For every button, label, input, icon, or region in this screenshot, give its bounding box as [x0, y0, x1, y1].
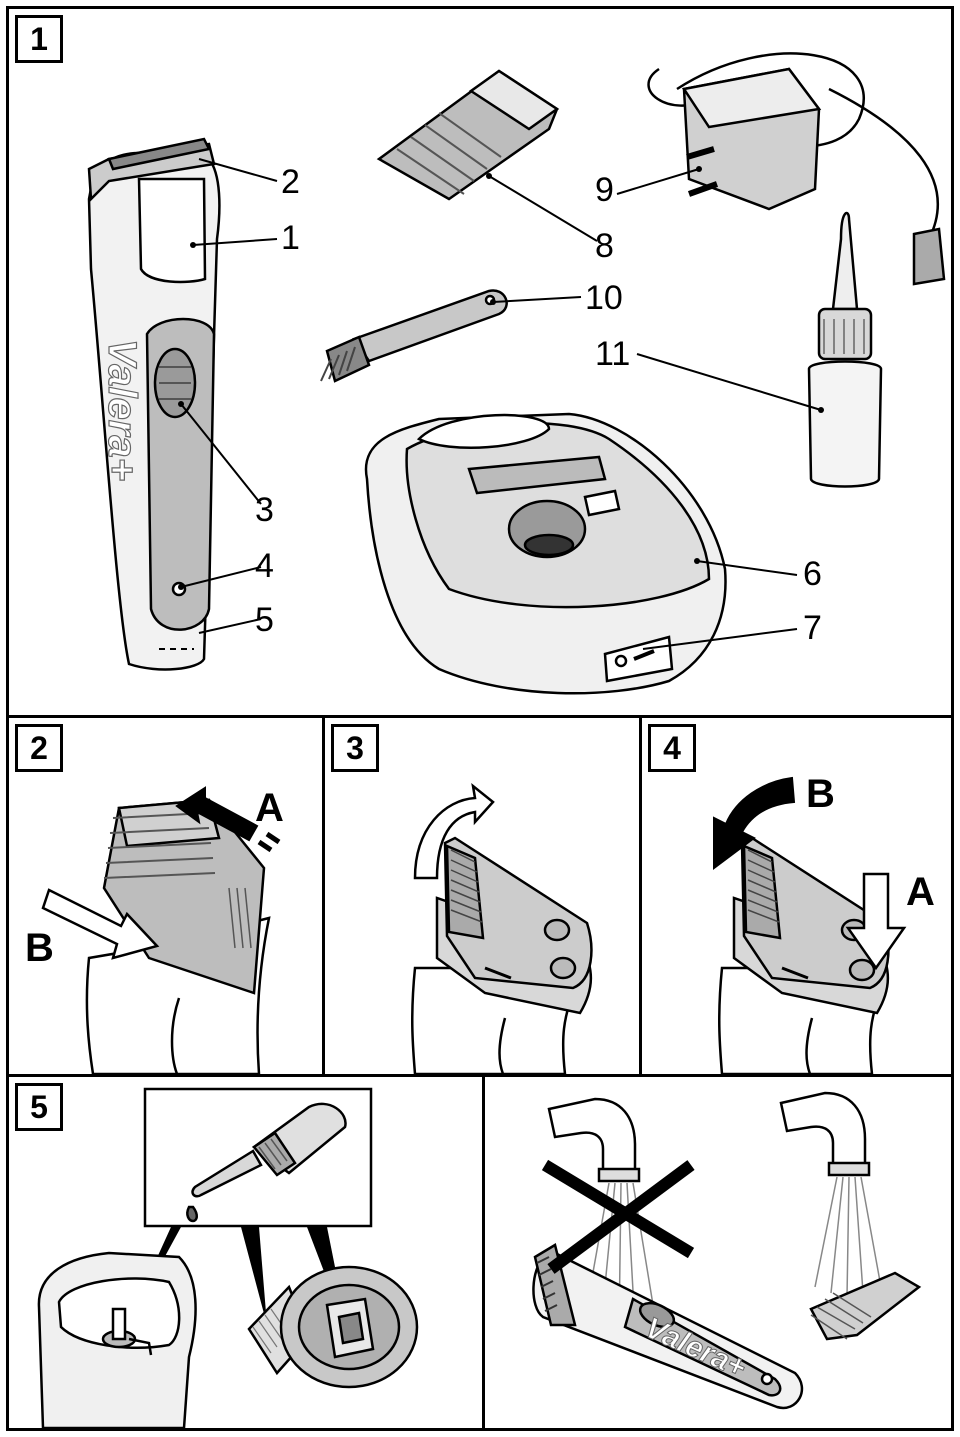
arrow-label-a: A [255, 786, 284, 830]
faucet-right [779, 1091, 871, 1177]
pointer-wedge-middle [241, 1227, 267, 1325]
callout-4-indicator: 4 [255, 547, 274, 585]
callout-8-comb: 8 [595, 227, 614, 265]
panel-number-4: 4 [648, 724, 696, 772]
panel-3-drawing [411, 782, 593, 1074]
trimmer-rinsed: Valera+ [532, 1243, 804, 1410]
callout-2-blade: 2 [281, 163, 300, 201]
panel-number-5: 5 [15, 1083, 63, 1131]
arrow-label-a: A [906, 870, 935, 914]
arrow-a-slide-on [175, 786, 281, 853]
comb-rinsed [809, 1271, 922, 1341]
panel-1-drawing: Valera+ [87, 52, 946, 695]
panel-2-drawing [41, 786, 281, 1074]
callout-5-contacts: 5 [255, 601, 274, 639]
callout-leader-lines [180, 158, 822, 650]
panel-5-oiling: 5 [6, 1074, 485, 1431]
water-stream-left [584, 1182, 656, 1334]
oil-drop-inset [143, 1087, 373, 1228]
trimmer-brand-logo: Valera+ [100, 339, 144, 481]
callout-9-adapter: 9 [595, 171, 614, 209]
callout-11-oil: 11 [595, 335, 631, 373]
oil-bottle-illustration [807, 211, 883, 488]
comb-attachment-illustration [376, 69, 560, 201]
blade-unit [247, 1265, 419, 1389]
callout-6-base: 6 [803, 555, 822, 593]
panel-number-1: 1 [15, 15, 63, 63]
panel-number-2: 2 [15, 724, 63, 772]
arrow-b-rotate-down [713, 776, 796, 870]
arrow-b-push [41, 888, 160, 960]
panel-3-lift-comb: 3 [322, 715, 642, 1077]
arrow-a-press-down [845, 872, 907, 971]
callout-10-brush: 10 [585, 279, 623, 317]
charging-base-illustration [364, 412, 727, 695]
callout-1-trimmer: 1 [281, 219, 300, 257]
callout-dots [178, 166, 824, 590]
callout-3-switch: 3 [255, 491, 274, 529]
callout-7-socket: 7 [803, 609, 822, 647]
water-stream-right [814, 1176, 882, 1298]
trimmer-illustration: Valera+ [87, 137, 221, 671]
panel-4-drawing [713, 776, 907, 1074]
arrow-rotate-up [413, 782, 495, 880]
arrow-label-b: B [25, 926, 54, 970]
panel-4-detach-comb: 4 B A [639, 715, 954, 1077]
trimmer-head-open [37, 1251, 197, 1428]
arrow-label-b: B [806, 772, 835, 816]
panel-2-attach-comb: 2 A B [6, 715, 325, 1077]
panel-number-3: 3 [331, 724, 379, 772]
panel-6-cleaning: Valera+ [482, 1074, 954, 1431]
charger-adapter-illustration [647, 52, 946, 286]
panel-1-components: 1 Valera+ [6, 6, 954, 718]
faucet-left [547, 1097, 641, 1183]
cleaning-brush-illustration [320, 289, 508, 383]
prohibited-cross [541, 1159, 695, 1274]
panel-5-drawing [37, 1087, 419, 1428]
panel-6-drawing: Valera+ [532, 1091, 922, 1410]
